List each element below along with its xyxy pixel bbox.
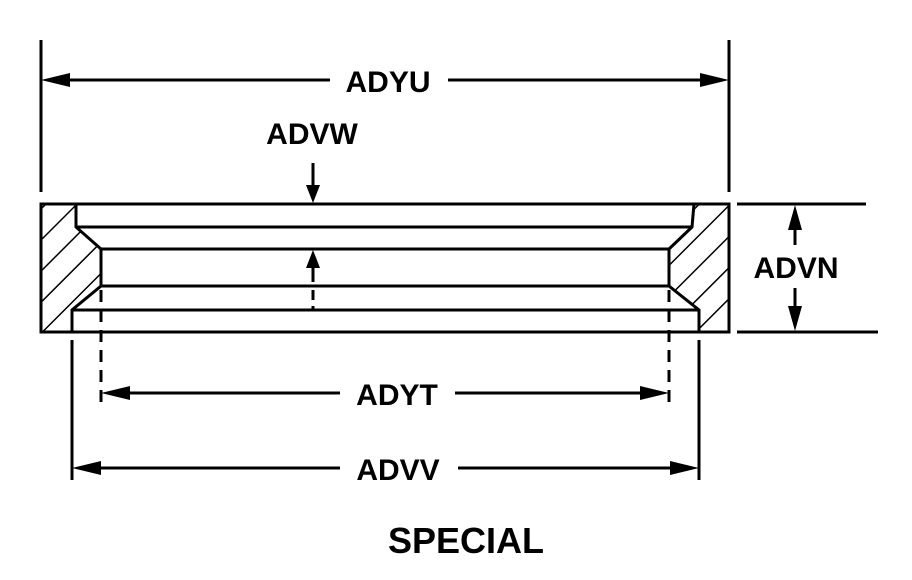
label-advw: ADVW: [266, 118, 358, 151]
label-advn: ADVN: [753, 252, 838, 285]
arrow-up-icon: [306, 250, 320, 268]
label-advv: ADVV: [356, 454, 439, 487]
arrow-up-icon: [788, 205, 802, 230]
label-adyt: ADYT: [356, 379, 438, 412]
arrowheads: [41, 73, 802, 475]
arrow-right-icon: [640, 386, 669, 400]
right-section-hatch: [667, 202, 731, 334]
arrow-left-icon: [101, 386, 130, 400]
arrow-down-icon: [306, 185, 320, 203]
extension-lines: [39, 40, 878, 480]
arrow-down-icon: [788, 306, 802, 331]
left-section-hatch: [39, 202, 103, 334]
body-lines: [41, 202, 729, 334]
label-adyu: ADYU: [345, 66, 430, 99]
arrow-right-icon: [700, 73, 729, 87]
caption: SPECIAL: [388, 520, 544, 561]
arrow-left-icon: [72, 461, 101, 475]
arrow-right-icon: [670, 461, 699, 475]
arrow-left-icon: [41, 73, 70, 87]
